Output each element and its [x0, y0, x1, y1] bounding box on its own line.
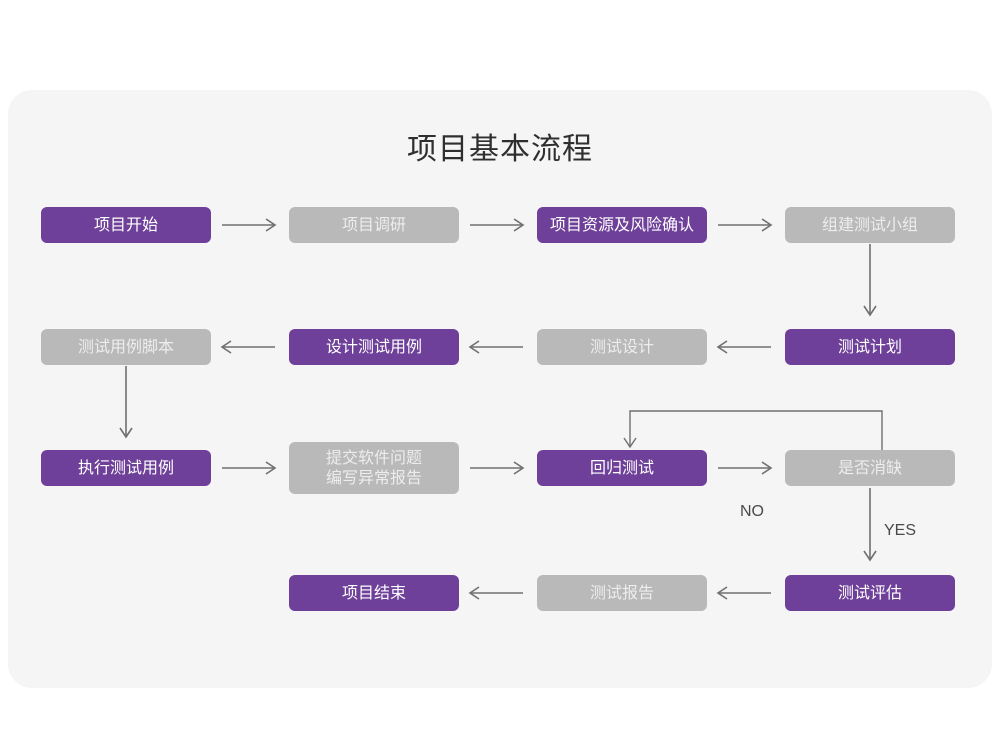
flow-node-project-research[interactable]: 项目调研 — [289, 207, 459, 243]
connector-n14-n13 — [468, 584, 530, 602]
flow-node-regression-test[interactable]: 回归测试 — [537, 450, 707, 486]
connector-n1-n2 — [222, 216, 282, 234]
connector-n2-n3 — [470, 216, 530, 234]
edge-label-yes: YES — [884, 522, 917, 539]
flow-node-label: 测试评估 — [837, 582, 902, 602]
flow-node-resource-risk-confirm[interactable]: 项目资源及风险确认 — [537, 207, 707, 243]
flow-node-project-start[interactable]: 项目开始 — [41, 207, 211, 243]
connector-n8-n7 — [716, 338, 778, 356]
flow-node-defect-resolved[interactable]: 是否消缺 — [785, 450, 955, 486]
flow-node-label: 项目资源及风险确认 — [549, 214, 694, 234]
connector-n7-n6 — [468, 338, 530, 356]
flowchart-card: 项目基本流程 项目开始 项目调研 项目资源及风险确认 组建测试小组 — [8, 90, 992, 688]
flow-node-test-design[interactable]: 测试设计 — [537, 329, 707, 365]
flow-node-label: 组建测试小组 — [821, 214, 918, 234]
flow-node-project-end[interactable]: 项目结束 — [289, 575, 459, 611]
flow-node-test-case-script[interactable]: 测试用例脚本 — [41, 329, 211, 365]
flow-node-label: 测试计划 — [837, 336, 902, 356]
flow-node-build-test-team[interactable]: 组建测试小组 — [785, 207, 955, 243]
flow-node-label: 项目调研 — [341, 214, 406, 234]
flow-node-label: 设计测试用例 — [325, 336, 422, 356]
page-title: 项目基本流程 — [407, 132, 593, 167]
connector-n5-n9 — [117, 366, 135, 446]
connector-n3-n4 — [718, 216, 778, 234]
edge-label-no: NO — [740, 503, 764, 520]
flow-node-test-evaluation[interactable]: 测试评估 — [785, 575, 955, 611]
flow-node-label: 回归测试 — [589, 457, 654, 477]
connector-n6-n5 — [220, 338, 282, 356]
connector-n11-n12 — [718, 459, 778, 477]
flow-node-label: 是否消缺 — [837, 457, 902, 477]
connector-n12-n11-no — [621, 410, 891, 454]
connector-n9-n10 — [222, 459, 282, 477]
connector-n12-n15-yes — [861, 488, 879, 570]
flow-node-test-report[interactable]: 测试报告 — [537, 575, 707, 611]
flow-node-submit-issue-report[interactable]: 提交软件问题 编写异常报告 — [289, 442, 459, 494]
flow-node-execute-test-case[interactable]: 执行测试用例 — [41, 450, 211, 486]
flow-node-label: 提交软件问题 编写异常报告 — [325, 447, 422, 487]
flow-node-test-plan[interactable]: 测试计划 — [785, 329, 955, 365]
flow-node-label: 执行测试用例 — [77, 457, 174, 477]
connector-n10-n11 — [470, 459, 530, 477]
flow-node-label: 项目结束 — [341, 582, 406, 602]
flow-node-label: 项目开始 — [93, 214, 158, 234]
flow-node-label: 测试设计 — [589, 336, 654, 356]
flow-node-label: 测试报告 — [589, 582, 654, 602]
flow-node-design-test-case[interactable]: 设计测试用例 — [289, 329, 459, 365]
flow-node-label: 测试用例脚本 — [77, 336, 174, 356]
connector-n4-n8 — [861, 244, 879, 324]
connector-n15-n14 — [716, 584, 778, 602]
